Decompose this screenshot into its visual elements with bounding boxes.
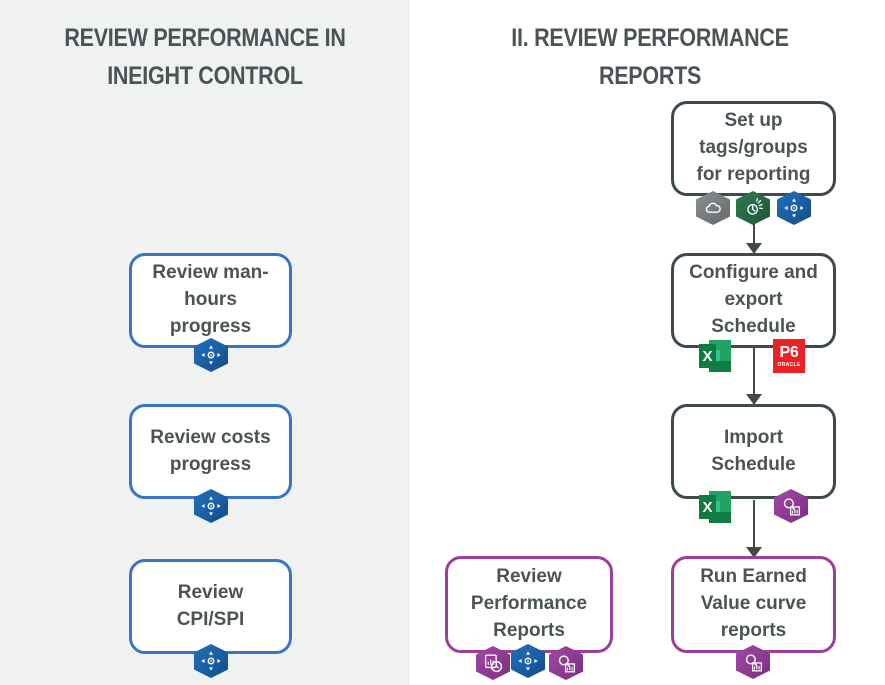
connector-configure-to-import [753, 348, 755, 397]
left-column-title: REVIEW PERFORMANCE IN INEIGHT CONTROL [64, 24, 346, 90]
node-label: Review CPI/SPI [176, 581, 245, 630]
node-configure-export-schedule[interactable]: Configure and export Schedule [671, 253, 836, 348]
node-label: Import Schedule [711, 426, 796, 475]
ineight-report-icon[interactable] [736, 645, 770, 679]
excel-letter: X [699, 344, 716, 368]
p6-label: P6 [779, 343, 799, 361]
node-review-man-hours-progress[interactable]: Review man-hours progress [129, 253, 292, 348]
ineight-control-icon[interactable] [777, 191, 811, 225]
connector-import-to-earned-value [753, 500, 755, 550]
ineight-scheduled-report-icon[interactable] [476, 646, 510, 680]
node-label: Review man-hours progress [152, 262, 269, 337]
node-label: Review costs progress [150, 426, 271, 475]
node-run-earned-value-curve-reports[interactable]: Run Earned Value curve reports [671, 556, 836, 653]
microsoft-excel-icon[interactable]: X [699, 490, 731, 524]
node-label: Set up tags/groups for reporting [696, 110, 811, 185]
connector-arrowhead-tags-to-configure [746, 243, 762, 254]
right-column-title: II. REVIEW PERFORMANCE REPORTS [511, 24, 789, 90]
ineight-plan-icon[interactable] [736, 191, 770, 225]
node-set-up-tags-groups[interactable]: Set up tags/groups for reporting [671, 101, 836, 196]
connector-arrowhead-import-to-earned-value [746, 547, 762, 558]
node-import-schedule[interactable]: Import Schedule [671, 404, 836, 499]
excel-letter: X [699, 495, 716, 519]
ineight-control-icon[interactable] [511, 644, 545, 678]
oracle-label: ORACLE [777, 361, 801, 368]
ineight-control-icon[interactable] [194, 644, 228, 678]
node-label: Configure and export Schedule [689, 262, 818, 337]
node-review-costs-progress[interactable]: Review costs progress [129, 404, 292, 499]
node-review-performance-reports[interactable]: Review Performance Reports [445, 556, 613, 653]
node-review-cpi-spi[interactable]: Review CPI/SPI [129, 559, 292, 654]
ineight-report-icon[interactable] [774, 489, 808, 523]
ineight-cloud-icon[interactable] [696, 191, 730, 225]
node-label: Run Earned Value curve reports [700, 566, 807, 641]
ineight-report-icon[interactable] [549, 646, 583, 680]
node-label: Review Performance Reports [470, 566, 588, 641]
oracle-p6-icon[interactable]: P6 ORACLE [773, 339, 805, 373]
microsoft-excel-icon[interactable]: X [699, 339, 731, 373]
connector-arrowhead-configure-to-import [746, 394, 762, 405]
